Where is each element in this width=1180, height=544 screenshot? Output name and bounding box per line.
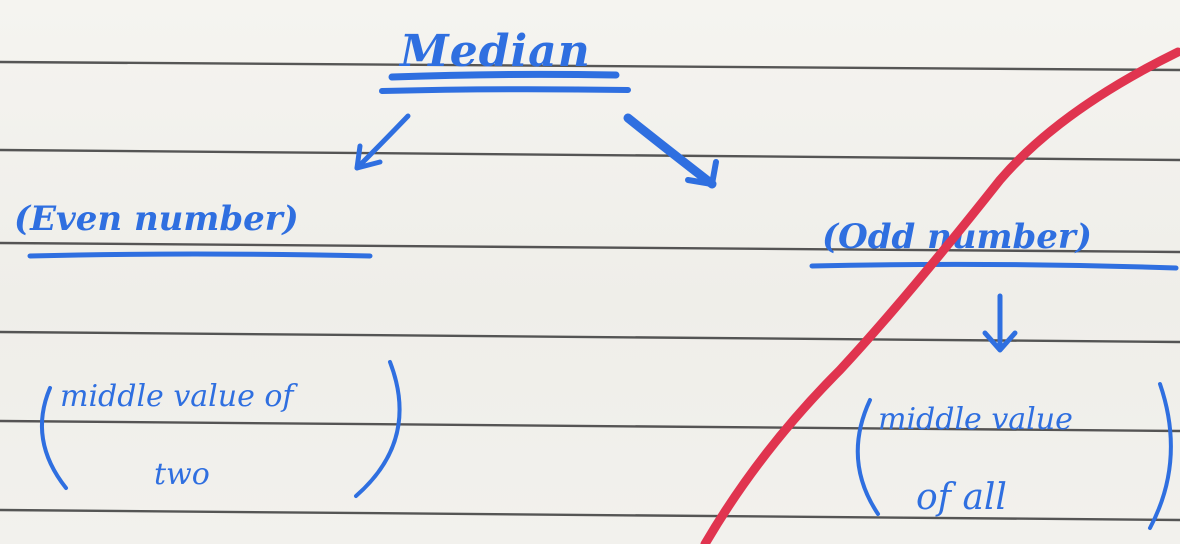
right-paren-icon: [354, 360, 402, 498]
even-number-label: (Even number): [14, 199, 299, 239]
arrowhead-left-icon: [354, 143, 383, 171]
arrowhead-down-icon: [982, 330, 1018, 353]
odd-description-line-1: middle value: [878, 402, 1073, 437]
ruled-line: [0, 330, 1180, 344]
even-label-underline: [27, 251, 373, 259]
title-underline-double: [379, 86, 631, 94]
red-strike-line: [700, 47, 1180, 544]
arrow-to-even-icon: [354, 113, 411, 171]
diagram-title: Median: [400, 26, 591, 77]
ruled-line: [0, 508, 1180, 522]
even-description-line-2: two: [154, 457, 210, 492]
ruled-line: [0, 419, 1180, 433]
odd-description-line-2: of all: [916, 477, 1007, 518]
arrow-to-odd-icon: [623, 113, 717, 189]
even-description-line-1: middle value of: [60, 379, 294, 414]
left-paren-icon: [855, 398, 880, 516]
arrowhead-right-icon: [685, 159, 719, 187]
ruled-line: [0, 60, 1180, 72]
title-underline: [388, 70, 620, 81]
left-paren-icon: [39, 386, 68, 490]
right-paren-icon: [1148, 382, 1173, 530]
ruled-line: [0, 148, 1180, 162]
ruled-line: [0, 241, 1180, 254]
odd-label-underline: [809, 261, 1179, 271]
